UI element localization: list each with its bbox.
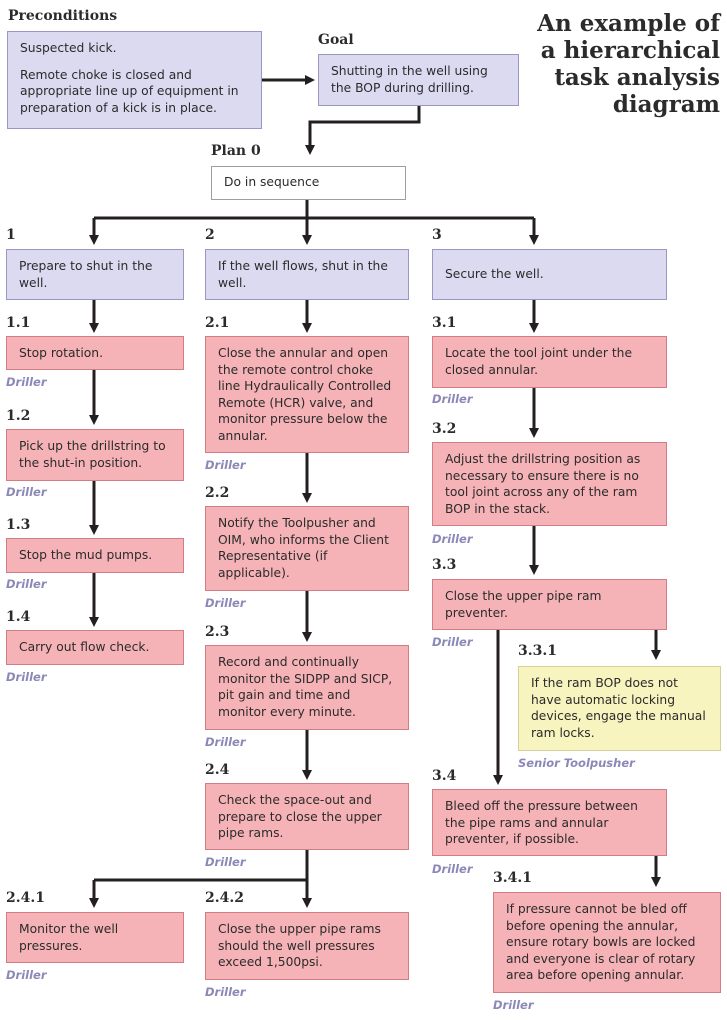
task-text: Notify the Toolpusher and OIM, who infor… [218,516,389,580]
task-id-3.3.1: 3.3.1 [518,643,557,659]
task-box-2.4.1: Monitor the well pressures. [6,912,184,963]
arrow-goal-to-plan [305,106,421,155]
task-text: Stop rotation. [19,346,103,360]
task-box-3: Secure the well. [432,249,667,300]
task-box-1.2: Pick up the drillstring to the shut-in p… [6,429,184,481]
task-text: If the ram BOP does not have automatic l… [531,676,706,740]
plan-box: Do in sequence [211,166,406,200]
task-id-1.1: 1.1 [6,315,31,331]
role-label: Driller [205,735,246,749]
task-box-1: Prepare to shut in the well. [6,249,184,300]
task-text: Pick up the drillstring to the shut-in p… [19,439,166,470]
task-id-2.4.2: 2.4.2 [205,890,244,906]
task-text: Secure the well. [445,267,544,281]
task-text: Carry out flow check. [19,640,150,654]
task-box-2.1: Close the annular and open the remote co… [205,336,409,453]
role-label: Driller [432,532,473,546]
role-label: Driller [205,458,246,472]
title-line-2: a hierarchical [540,37,720,64]
task-id-1.3: 1.3 [6,517,31,533]
goal-text: Shutting in the well using the BOP durin… [331,64,488,95]
role-label: Driller [205,855,246,869]
task-text: If pressure cannot be bled off before op… [506,902,696,982]
precondition-1: Suspected kick. [20,41,117,55]
task-box-1.4: Carry out flow check. [6,630,184,665]
precondition-2: Remote choke is closed and appropriate l… [20,67,239,115]
task-box-3.1: Locate the tool joint under the closed a… [432,336,667,388]
role-label: Driller [432,862,473,876]
task-id-2.3: 2.3 [205,624,230,640]
role-label: Driller [493,998,534,1012]
role-label: Driller [6,670,47,684]
task-text: Monitor the well pressures. [19,922,119,953]
role-label: Driller [6,577,47,591]
task-id-1: 1 [6,227,16,243]
task-text: Stop the mud pumps. [19,548,153,562]
task-box-2.4.2: Close the upper pipe rams should the wel… [205,912,409,980]
task-id-3.4.1: 3.4.1 [493,870,532,886]
title-line-1: An example of [537,10,720,37]
preconditions-box: Suspected kick. Remote choke is closed a… [7,31,262,129]
task-id-2.4.1: 2.4.1 [6,890,45,906]
plan-label: Plan 0 [211,143,261,159]
task-text: Bleed off the pressure between the pipe … [445,799,638,846]
task-id-2.1: 2.1 [205,315,230,331]
task-id-1.2: 1.2 [6,408,31,424]
task-id-3.2: 3.2 [432,421,457,437]
title-line-3: task analysis [554,64,720,91]
task-id-1.4: 1.4 [6,609,31,625]
title-line-4: diagram [612,91,720,118]
task-text: Close the upper pipe ram preventer. [445,589,602,620]
task-box-3.4.1: If pressure cannot be bled off before op… [493,892,721,993]
role-label: Driller [432,635,473,649]
role-label: Driller [205,985,246,999]
task-box-2.2: Notify the Toolpusher and OIM, who infor… [205,506,409,591]
role-label: Driller [432,392,473,406]
task-box-2.3: Record and continually monitor the SIDPP… [205,645,409,730]
task-text: Check the space-out and prepare to close… [218,793,382,840]
task-id-3.1: 3.1 [432,315,457,331]
task-id-3: 3 [432,227,442,243]
role-label: Driller [205,596,246,610]
diagram-title: An example of a hierarchical task analys… [537,10,720,118]
task-text: Close the upper pipe rams should the wel… [218,922,381,969]
task-id-3.4: 3.4 [432,768,457,784]
task-box-1.1: Stop rotation. [6,336,184,370]
task-box-3.3: Close the upper pipe ram preventer. [432,579,667,630]
task-text: Close the annular and open the remote co… [218,346,392,443]
preconditions-label: Preconditions [8,8,118,24]
task-box-3.2: Adjust the drillstring position as neces… [432,442,667,526]
task-box-2: If the well flows, shut in the well. [205,249,409,300]
task-box-3.3.1: If the ram BOP does not have automatic l… [518,666,721,751]
plan-text: Do in sequence [224,175,320,189]
role-label: Driller [6,485,47,499]
task-box-1.3: Stop the mud pumps. [6,538,184,573]
goal-box: Shutting in the well using the BOP durin… [318,54,519,106]
role-label: Driller [6,375,47,389]
task-text: Locate the tool joint under the closed a… [445,346,633,377]
task-text: Record and continually monitor the SIDPP… [218,655,393,719]
task-box-3.4: Bleed off the pressure between the pipe … [432,789,667,856]
task-box-2.4: Check the space-out and prepare to close… [205,783,409,850]
task-id-2.4: 2.4 [205,762,230,778]
task-text: Adjust the drillstring position as neces… [445,452,641,516]
task-text: If the well flows, shut in the well. [218,259,388,290]
role-label: Driller [6,968,47,982]
role-label: Senior Toolpusher [518,756,635,770]
goal-label: Goal [318,32,354,48]
task-text: Prepare to shut in the well. [19,259,153,290]
task-id-2.2: 2.2 [205,485,230,501]
task-id-3.3: 3.3 [432,557,457,573]
task-id-2: 2 [205,227,215,243]
